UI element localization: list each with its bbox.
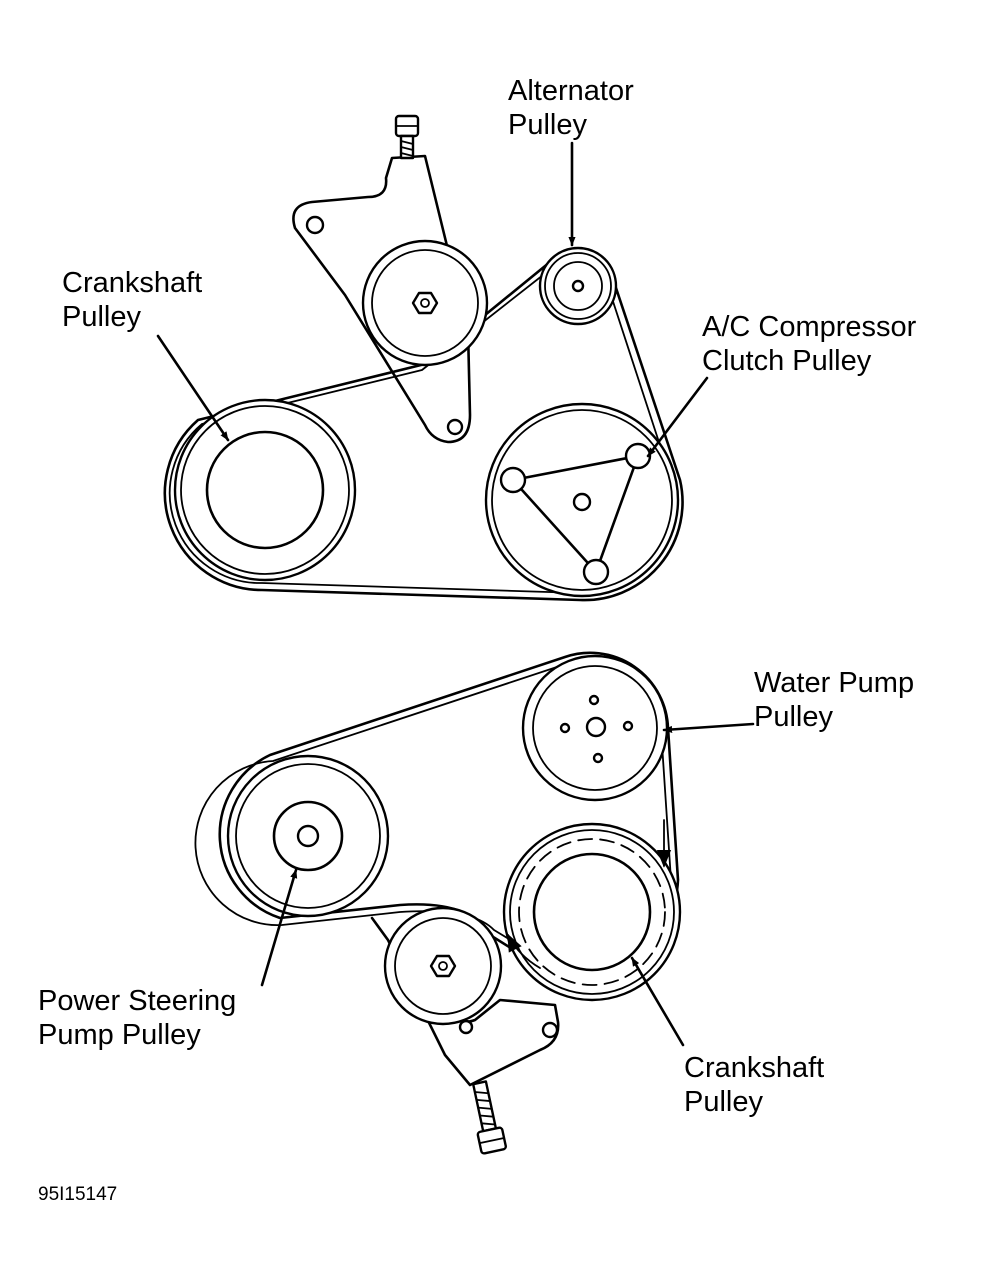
power-steering-arrow (260, 868, 298, 987)
power-steering-label-line1: Power Steering (38, 985, 236, 1017)
water-pump-label: Water Pump Pulley (754, 667, 922, 733)
bottom-bracket-hole (541, 1021, 559, 1039)
belt-direction-arrow-left (507, 933, 541, 969)
ac-compressor-arrow (646, 376, 709, 458)
bottom-crankshaft-label-line1: Crankshaft (684, 1052, 824, 1084)
bottom-tensioner-pulley (383, 906, 503, 1026)
alternator-label: Alternator Pulley (508, 75, 642, 141)
top-crankshaft-pulley (173, 398, 357, 582)
tensioner-bracket (292, 154, 472, 444)
top-idler-pulley (361, 239, 489, 367)
bottom-crankshaft-label-line2: Pulley (684, 1086, 763, 1118)
bracket-hole-left (305, 215, 325, 235)
bottom-bracket-hole-small (458, 1019, 474, 1035)
alternator-label-line1: Alternator (508, 75, 634, 107)
water-pump-pulley (521, 654, 669, 802)
water-pump-arrow (662, 722, 755, 734)
bottom-crankshaft-label: Crankshaft Pulley (684, 1052, 832, 1118)
ac-compressor-label: A/C Compressor Clutch Pulley (702, 311, 924, 377)
ac-compressor-label-line1: A/C Compressor (702, 311, 917, 343)
water-pump-label-line1: Water Pump (754, 667, 914, 699)
power-steering-pump-pulley (226, 754, 390, 918)
ac-compressor-clutch-pulley (484, 402, 680, 598)
bottom-crankshaft-arrow (630, 956, 685, 1047)
adjuster-bolt-top (394, 114, 420, 160)
top-crankshaft-label-line2: Pulley (62, 301, 141, 333)
figure-code: 95I15147 (38, 1184, 117, 1205)
water-pump-label-line2: Pulley (754, 701, 833, 733)
bottom-belt-diagram: Water Pump Pulley Power Steering Pump Pu… (38, 651, 922, 1155)
top-crankshaft-label-line1: Crankshaft (62, 267, 202, 299)
top-drive-belt-outer (163, 260, 684, 602)
bottom-crankshaft-pulley (502, 822, 682, 1002)
top-crankshaft-arrow (156, 334, 230, 442)
power-steering-label-line2: Pump Pulley (38, 1019, 201, 1051)
top-crankshaft-label: Crankshaft Pulley (62, 267, 210, 333)
adjuster-bolt-bottom (471, 1080, 507, 1155)
power-steering-label: Power Steering Pump Pulley (38, 985, 244, 1051)
top-belt-diagram: Alternator Pulley Crankshaft Pulley A/C … (62, 75, 924, 602)
ac-compressor-label-line2: Clutch Pulley (702, 345, 872, 377)
alternator-pulley (538, 246, 618, 326)
alternator-label-line2: Pulley (508, 109, 587, 141)
bracket-hole-bottom (446, 418, 464, 436)
